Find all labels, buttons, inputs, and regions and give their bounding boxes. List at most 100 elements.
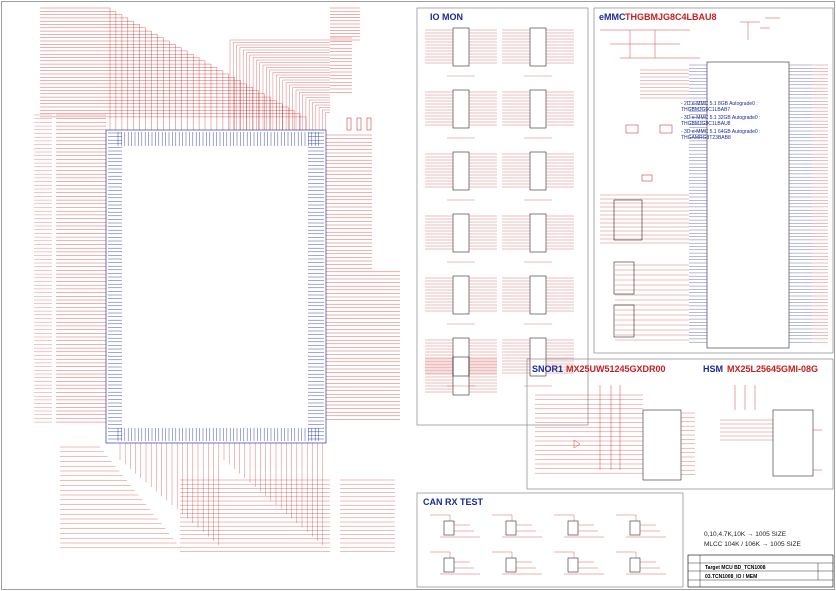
component-outline: [613, 304, 635, 338]
snor1-part-number: MX25UW51245GXDR00: [566, 364, 666, 374]
wire-group: [502, 153, 574, 188]
component-outline: [625, 124, 639, 134]
emmc-note-2: THGBMJG6C1LBAB7: [681, 107, 730, 113]
component-outline: [629, 557, 641, 573]
component-outline: [567, 557, 579, 573]
wire-group: [430, 551, 480, 575]
wire-group: [425, 91, 497, 126]
emmc-title: eMMC: [599, 12, 626, 22]
wire-group: [425, 153, 497, 188]
emmc-variant-notes: - 2D e-MMC 5.1 8GB Autograde0 : THGBMJG6…: [681, 101, 760, 141]
wire-group: [600, 29, 700, 59]
component-outline: [772, 409, 814, 477]
component-outline: [452, 275, 470, 315]
wire-group: [812, 64, 828, 343]
wire-group: [326, 134, 400, 420]
can-rx-title: CAN RX TEST: [423, 497, 484, 507]
wire-group: [502, 215, 574, 250]
snor1-title: SNOR1: [532, 364, 563, 374]
hsm-part-number: MX25L25645GMI-08G: [727, 364, 818, 374]
wire-group: [573, 385, 621, 470]
wire-group: [502, 29, 574, 64]
wire-group: [425, 215, 497, 250]
component-outline: [356, 117, 362, 131]
title-block: Target MCU BD_TCN1008 03.TCN1008_IO / ME…: [687, 554, 834, 588]
wire-group: [502, 91, 574, 126]
wire-group: [492, 551, 542, 575]
wire-group: [681, 412, 695, 475]
wire-group: [430, 514, 480, 538]
wire-group: [425, 358, 497, 393]
title-block-sheet: 03.TCN1008_IO / MEM: [705, 574, 757, 580]
component-outline: [505, 520, 517, 536]
io-mon-connectors: [425, 27, 574, 396]
component-outline: [529, 275, 547, 315]
hsm-title: HSM: [703, 364, 723, 374]
wire-group: [554, 551, 604, 575]
emmc-note-1: - 2D e-MMC 5.1 8GB Autograde0 :: [681, 101, 758, 107]
component-outline: [366, 117, 372, 131]
mcu-pin-labels: [108, 132, 324, 441]
wire-group: [554, 514, 604, 538]
component-outline: [452, 27, 470, 67]
io-mon-title: IO MON: [430, 12, 463, 22]
component-outline: [505, 557, 517, 573]
emmc-circuit: [600, 17, 828, 349]
wire-group: [229, 39, 330, 130]
component-outline: [567, 520, 579, 536]
component-outline: [642, 409, 682, 481]
component-outline: [443, 520, 455, 536]
component-outline: [706, 61, 790, 349]
wire-group: [616, 514, 666, 538]
component-outline: [529, 151, 547, 191]
component-outline: [452, 356, 470, 396]
component-outline: [529, 337, 547, 377]
flash-circuits: [535, 385, 822, 481]
wire-group: [616, 551, 666, 575]
wire-group: [535, 394, 643, 474]
mcu-symbol: [105, 129, 327, 444]
wire-group: [425, 339, 497, 374]
wire-group: [40, 7, 307, 130]
wire-group: [56, 114, 106, 423]
io-mon-panel: [416, 7, 589, 426]
wire-group: [502, 277, 574, 312]
mcu-pin-area: [34, 7, 400, 552]
wire-group: [720, 419, 773, 441]
emmc-note-6: THGAMRG8T23BAB8: [681, 135, 731, 141]
flash-panel: [526, 358, 834, 490]
component-outline: [443, 557, 455, 573]
wire-group: [425, 277, 497, 312]
wire-group: [689, 64, 812, 343]
component-outline: [529, 213, 547, 253]
size-note-2: MLCC 104K / 106K → 1005 SIZE: [704, 541, 801, 548]
component-outline: [659, 124, 673, 134]
can-rx-panel: [416, 492, 684, 588]
wire-group: [740, 17, 780, 40]
component-outline: [529, 89, 547, 129]
component-outline: [641, 174, 653, 182]
wire-group: [34, 114, 52, 423]
emmc-note-3: - 3D e-MMC 5.1 32GB Autograde0 :: [681, 115, 760, 121]
wire-group: [734, 385, 822, 471]
emmc-note-5: - 3D e-MMC 5.1 64GB Autograde0 :: [681, 129, 760, 135]
wire-group: [60, 443, 395, 552]
component-outline: [629, 520, 641, 536]
wire-group: [330, 7, 360, 93]
component-outline: [452, 89, 470, 129]
title-block-project: Target MCU BD_TCN1008: [705, 565, 766, 571]
component-outline: [613, 261, 635, 295]
component-outline: [452, 213, 470, 253]
left-signal-bus: [34, 7, 400, 423]
bottom-signal-bus: [60, 443, 395, 552]
can-rx-circuits: [430, 514, 666, 575]
emmc-panel: [593, 7, 834, 354]
emmc-note-4: THGBMJG8C1LBAU8: [681, 121, 731, 127]
component-outline: [613, 199, 643, 241]
component-outline: [529, 27, 547, 67]
wire-group: [502, 339, 574, 374]
wire-group: [108, 132, 324, 441]
component-outline: [346, 117, 352, 131]
